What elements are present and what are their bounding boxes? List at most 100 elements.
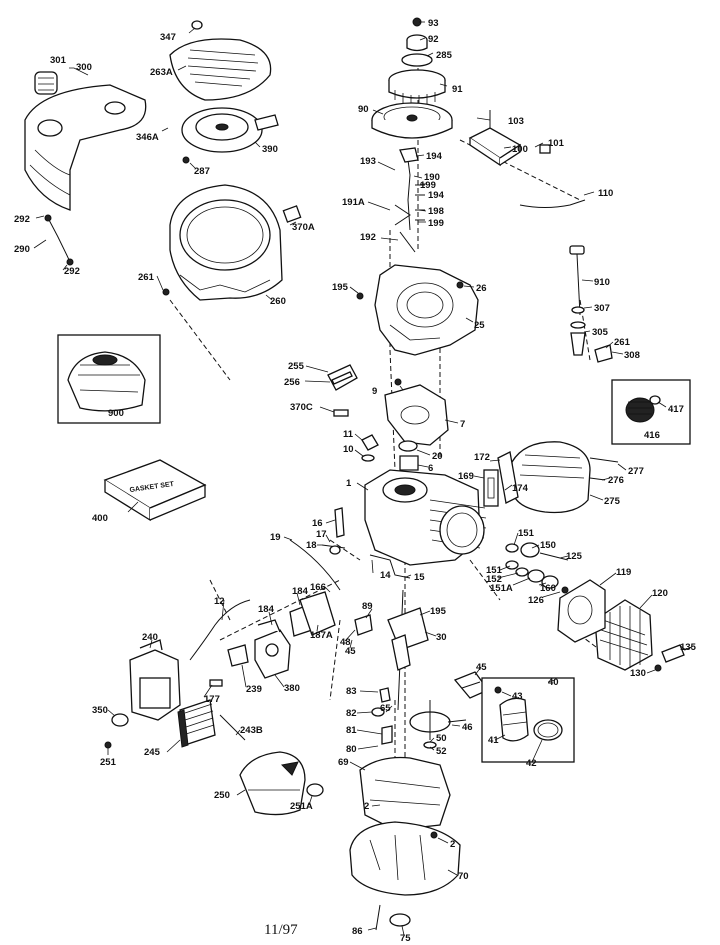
gasket-239 xyxy=(227,644,249,667)
part-label: 45 xyxy=(345,646,356,657)
part-label: 6 xyxy=(428,463,433,474)
dipstick xyxy=(569,245,613,363)
cylinder-block xyxy=(364,469,487,566)
part-label: 120 xyxy=(652,588,668,599)
fuel-hose xyxy=(44,214,74,266)
part-label: 243B xyxy=(240,725,263,736)
part-label: 416 xyxy=(644,430,660,441)
crankcase-sump xyxy=(349,756,461,896)
part-label: 277 xyxy=(628,466,644,477)
air-filter-housing-240 xyxy=(129,639,181,721)
part-label: 301 xyxy=(50,55,67,66)
link-14 xyxy=(369,554,411,579)
part-label: 160 xyxy=(540,583,556,594)
part-label: 69 xyxy=(338,757,349,768)
part-label: 177 xyxy=(204,694,220,705)
part-label: 75 xyxy=(400,933,411,944)
screw-9 xyxy=(394,378,402,386)
seal-75 xyxy=(389,913,411,927)
screw-86 xyxy=(375,904,381,931)
inset-engine-900 xyxy=(57,334,161,424)
part-label: 193 xyxy=(360,156,376,167)
part-label: 10 xyxy=(343,444,354,455)
part-label: 184 xyxy=(292,586,309,597)
blower-shroud xyxy=(169,184,302,301)
part-label: 169 xyxy=(458,471,474,482)
part-label: 194 xyxy=(428,190,445,201)
part-label: 287 xyxy=(194,166,210,177)
gasket-169 xyxy=(483,469,499,507)
part-label: 245 xyxy=(144,747,161,758)
part-label: 14 xyxy=(380,570,391,581)
part-label: 81 xyxy=(346,725,357,736)
part-label: 86 xyxy=(352,926,363,937)
part-label: 190 xyxy=(424,172,440,183)
part-label: 125 xyxy=(566,551,583,562)
part-label: 172 xyxy=(474,452,490,463)
part-label: 184 xyxy=(258,604,275,615)
part-label: 110 xyxy=(598,188,613,199)
inset-gasket-set: GASKET SET xyxy=(103,459,207,522)
intake-gasket-255 xyxy=(327,364,358,391)
part-label: 25 xyxy=(474,320,485,331)
inset-spark-arrestor-416 xyxy=(611,379,691,445)
part-label: 292 xyxy=(14,214,30,225)
screw-177 xyxy=(209,679,223,687)
part-label: 135 xyxy=(680,642,697,653)
part-label: 285 xyxy=(436,50,453,61)
part-label: 417 xyxy=(668,404,684,415)
screw-195 xyxy=(356,292,364,300)
part-label: 194 xyxy=(426,151,443,162)
part-label: 290 xyxy=(14,244,30,255)
part-label: 40 xyxy=(548,677,559,688)
part-label: 380 xyxy=(284,683,300,694)
part-label: 308 xyxy=(624,350,640,361)
part-label: 187A xyxy=(310,630,333,641)
part-label: 52 xyxy=(436,746,447,757)
part-label: 70 xyxy=(458,871,469,882)
part-label: 26 xyxy=(476,283,487,294)
part-label: 900 xyxy=(108,408,124,419)
leader-lines xyxy=(33,21,687,936)
part-label: 41 xyxy=(488,735,499,746)
part-label: 910 xyxy=(594,277,610,288)
part-label: 275 xyxy=(604,496,621,507)
part-label: 346A xyxy=(136,132,159,143)
part-label: 1 xyxy=(346,478,352,489)
part-label: 307 xyxy=(594,303,610,314)
part-label: 151 xyxy=(486,565,503,576)
part-label: 42 xyxy=(526,758,537,769)
rewind-starter xyxy=(181,107,279,153)
part-label: 82 xyxy=(346,708,357,719)
line-243B xyxy=(219,714,246,741)
part-label: 256 xyxy=(284,377,300,388)
bolt-46 xyxy=(447,719,467,723)
part-label: 9 xyxy=(372,386,377,397)
part-label: 195 xyxy=(332,282,349,293)
blower-housing-cover xyxy=(24,84,147,211)
part-label: 93 xyxy=(428,18,439,29)
carburetor-380 xyxy=(254,619,291,679)
air-filter-cover xyxy=(169,38,272,101)
part-label: 17 xyxy=(316,529,327,540)
valve-springs xyxy=(505,542,569,594)
part-label: 45 xyxy=(476,662,487,673)
part-label: 199 xyxy=(420,180,436,191)
part-number-labels: 347 263A 93 92 285 91 90 103 101 100 301… xyxy=(14,18,697,944)
part-label: 240 xyxy=(142,632,158,643)
part-label: 192 xyxy=(360,232,376,243)
part-label: 12 xyxy=(214,596,225,607)
primer-350 xyxy=(104,713,129,749)
part-label: 7 xyxy=(460,419,465,430)
part-6 xyxy=(399,455,419,471)
head-gasket-119 xyxy=(557,579,606,643)
spring-81 xyxy=(381,725,393,745)
throttle-cable xyxy=(189,599,251,661)
part-label: 166 xyxy=(310,582,326,593)
part-label: 46 xyxy=(462,722,473,733)
cam-gear xyxy=(409,700,451,749)
spark-plug-135 xyxy=(654,644,693,672)
part-label: 305 xyxy=(592,327,609,338)
part-label: 15 xyxy=(414,572,425,583)
part-label: 292 xyxy=(64,266,80,277)
